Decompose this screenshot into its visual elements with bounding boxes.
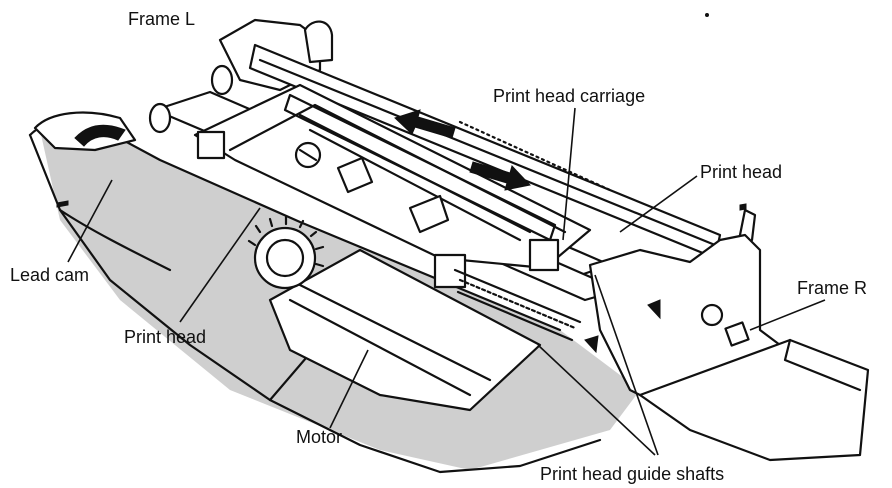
frame-r: [584, 208, 870, 462]
print-head-carriage: [193, 83, 592, 289]
carriage-spring: [453, 268, 582, 342]
label-frame-l: Frame L: [128, 9, 195, 29]
leader-print-head-lower: [179, 207, 261, 323]
leader-lead-cam: [67, 179, 113, 263]
direction-arrows: [394, 109, 612, 192]
leader-guide-shaft-2: [594, 274, 659, 456]
label-print-head-carriage: Print head carriage: [493, 86, 645, 106]
drive-gear: [247, 215, 325, 290]
leader-print-head-upper: [619, 175, 698, 233]
carriage-parts: [294, 141, 450, 234]
leader-lines: [67, 107, 826, 456]
label-print-head-upper: Print head: [700, 162, 782, 182]
leader-print-head-carriage: [562, 107, 576, 241]
label-motor: Motor: [296, 427, 342, 447]
label-guide-shafts: Print head guide shafts: [540, 464, 724, 484]
label-lead-cam: Lead cam: [10, 265, 89, 285]
leader-motor: [329, 349, 369, 429]
stray-marks: [56, 13, 747, 211]
label-print-head-lower: Print head: [124, 327, 206, 347]
lead-cam: [33, 111, 137, 152]
leader-frame-r: [749, 299, 826, 331]
leader-guide-shaft-1: [537, 344, 656, 456]
motor: [268, 248, 542, 412]
label-frame-r: Frame R: [797, 278, 867, 298]
callout-labels: Frame L Print head carriage Print head L…: [10, 9, 867, 484]
